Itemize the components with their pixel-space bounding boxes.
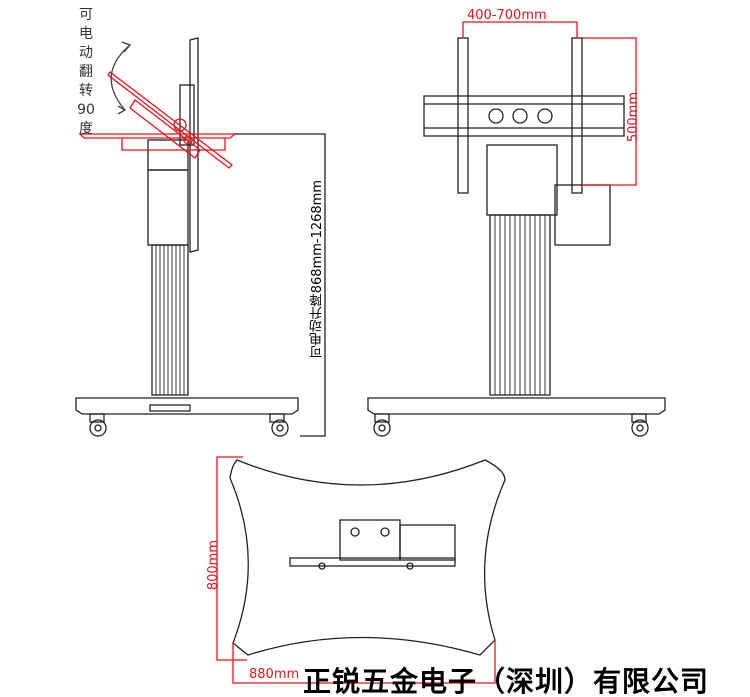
caster-wheel	[89, 413, 107, 437]
front-dimension-lines	[462, 21, 637, 186]
base-depth-label: 800mm	[206, 540, 221, 591]
front-view-stand	[367, 37, 666, 437]
front-column	[489, 214, 551, 396]
caster-wheel	[373, 413, 391, 437]
vesa-height-label: 500mm	[626, 92, 641, 143]
base-width-label: 880mm	[249, 667, 300, 682]
caster-wheel	[269, 413, 289, 437]
tilted-mount-red	[78, 71, 237, 169]
side-column	[151, 244, 189, 396]
base-dimension-lines	[216, 456, 496, 684]
tilt-label: 可电动翻转90度	[77, 7, 95, 137]
tilt-arrow	[110, 41, 132, 115]
side-view-stand	[75, 37, 299, 437]
base-plate-outline	[229, 459, 506, 656]
height-dimension-line	[235, 133, 326, 437]
width-range-label: 400-700mm	[467, 8, 547, 23]
company-name: 正锐五金电子（深圳）有限公司	[303, 665, 710, 697]
caster-wheel	[631, 413, 649, 437]
height-range-label: 可电动升降868mm-1268mm	[310, 180, 325, 359]
